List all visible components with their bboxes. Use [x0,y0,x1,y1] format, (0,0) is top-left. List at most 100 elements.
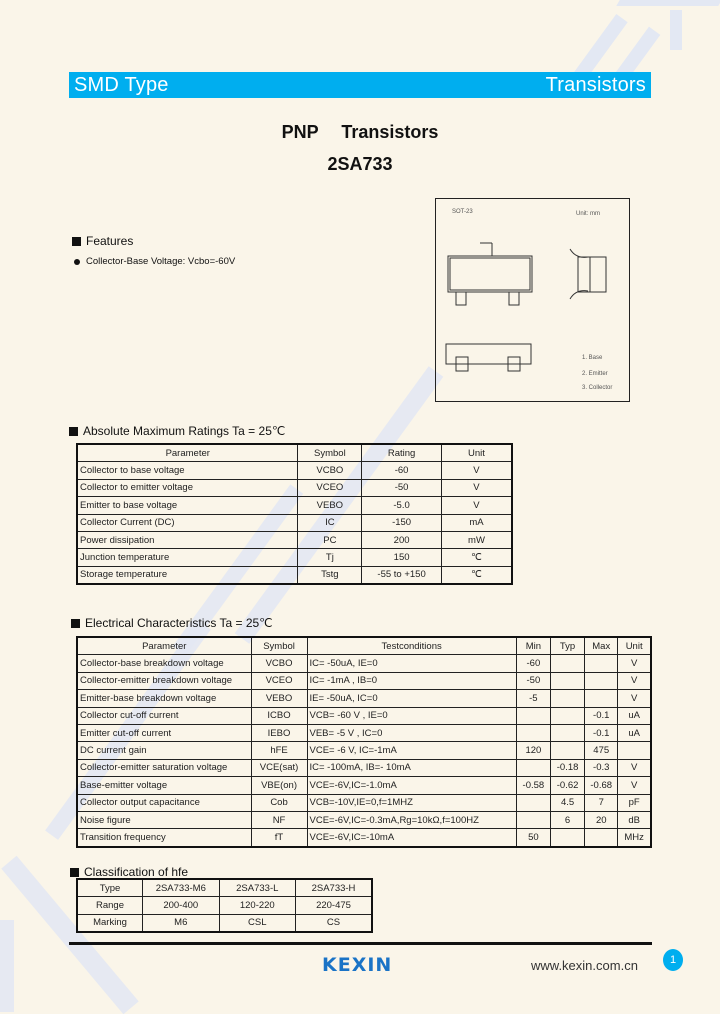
dot-bullet-icon [74,258,80,265]
table-cell: IC= -50uA, IE=0 [306,654,517,673]
table-cell: mW [440,530,513,550]
table-cell: Transition frequency [76,828,252,848]
table-cell: M6 [141,913,220,933]
table-cell: dB [617,810,652,830]
website-link[interactable]: www.kexin.com.cn [531,958,638,973]
table-cell: 7 [584,793,619,812]
table-cell: 120-220 [218,896,297,915]
table-cell: 120 [515,741,551,760]
table-cell: Emitter-base breakdown voltage [76,689,252,708]
svg-text:Unit: mm: Unit: mm [576,211,600,217]
table-cell: VCB=-10V,IE=0,f=1MHZ [306,793,517,812]
table-cell: IC= -1mA , IB=0 [306,671,517,691]
table-cell: 2SA733-M6 [141,878,220,898]
table-cell: VCBO [297,461,363,480]
column-header: Unit [617,636,652,656]
table-cell: Collector-base breakdown voltage [76,654,252,673]
table-cell: uA [617,723,652,743]
table-cell: Noise figure [76,810,252,830]
table-cell: ℃ [440,548,513,567]
table-cell: IC [297,513,363,532]
table-cell: -0.18 [549,758,586,778]
abs-max-table: Parameter Symbol Rating Unit Collector t… [76,443,513,586]
table-cell [515,706,551,725]
table-cell: Junction temperature [76,548,299,567]
table-cell: IE= -50uA, IC=0 [306,689,517,708]
column-header: Parameter [76,443,299,463]
table-cell: -5 [515,689,551,708]
table-cell: -50 [361,478,442,498]
table-cell: IC= -100mA, IB=- 10mA [306,758,517,778]
table-cell: VCE=-6V,IC=-10mA [306,828,517,848]
table-cell: VCEO [250,671,308,691]
table-cell: NF [250,810,308,830]
table-cell: MHz [617,828,652,848]
table-cell [515,723,551,743]
table-cell: -0.62 [549,776,586,795]
table-cell: Base-emitter voltage [76,776,252,795]
column-header: Symbol [250,636,308,656]
table-cell: uA [617,706,652,725]
square-bullet-icon [71,618,80,628]
table-cell: 475 [584,741,619,760]
table-cell: CSL [218,913,297,933]
table-cell: -150 [361,513,442,532]
table-cell: Power dissipation [76,530,299,550]
table-cell [584,671,619,691]
table-cell [549,654,586,673]
table-cell: VEBO [250,689,308,708]
header-right: Transistors [545,73,646,96]
table-cell: Range [76,896,143,915]
table-cell: VCEO [297,478,363,498]
square-bullet-icon [70,867,79,877]
table-cell: PC [297,530,363,550]
table-header-row: Parameter Symbol Rating Unit [76,443,513,463]
table-cell: Collector to base voltage [76,461,299,480]
page-title: PNP Transistors [0,122,720,143]
classification-heading: Classification of hfe [70,865,188,879]
header-left: SMD Type [74,73,169,96]
table-cell: VEB= -5 V , IC=0 [306,723,517,743]
package-outline-diagram: SOT-23 Unit: mm 1. Base 2. Emitter 3. Co… [435,198,630,402]
table-cell: Collector-emitter breakdown voltage [76,671,252,691]
table-cell: 6 [549,810,586,830]
table-cell [617,741,652,760]
column-header: Testconditions [306,636,517,656]
table-cell: VCB= -60 V , IE=0 [306,706,517,725]
table-cell: -0.1 [584,706,619,725]
table-cell: -50 [515,671,551,691]
table-cell: -60 [515,654,551,673]
column-header: Min [515,636,551,656]
table-cell: fT [250,828,308,848]
column-header: Parameter [76,636,252,656]
abs-max-heading: Absolute Maximum Ratings Ta = 25℃ [69,424,285,438]
table-cell: -55 to +150 [361,565,442,585]
table-cell [549,689,586,708]
table-cell: -0.1 [584,723,619,743]
table-cell: -0.3 [584,758,619,778]
table-cell: V [617,689,652,708]
part-number: 2SA733 [327,154,393,174]
table-cell: Collector output capacitance [76,793,252,812]
square-bullet-icon [69,426,78,436]
table-cell: Collector to emitter voltage [76,478,299,498]
table-cell: Type [76,878,143,898]
table-cell [549,723,586,743]
